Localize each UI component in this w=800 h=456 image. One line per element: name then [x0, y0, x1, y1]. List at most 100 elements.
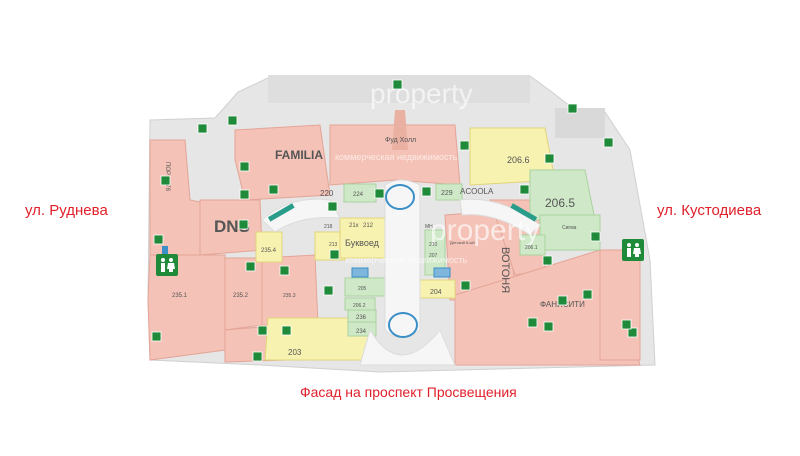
wc-icon[interactable]	[527, 317, 538, 328]
elevator-icon[interactable]	[238, 219, 249, 230]
exit-icon[interactable]	[252, 351, 263, 362]
stairs-icon[interactable]	[197, 123, 208, 134]
label-bukvoed: Буквоед	[345, 238, 380, 248]
escalator-left[interactable]	[351, 267, 369, 278]
unit-206-1[interactable]	[519, 234, 546, 256]
stairs-icon[interactable]	[590, 231, 601, 242]
watermark-sub-top: коммерческая недвижимость	[335, 152, 458, 162]
stairs-icon[interactable]	[153, 234, 164, 245]
label-acoola: ACOOLA	[460, 187, 494, 196]
unit-220-label: 220	[320, 189, 334, 198]
stairs-icon[interactable]	[567, 103, 578, 114]
stairs-icon[interactable]	[627, 327, 638, 338]
unit-212-label: 212	[363, 223, 374, 229]
stairs-icon[interactable]	[323, 285, 334, 296]
escalator-icon[interactable]	[392, 79, 403, 90]
unit-207-label: 207	[429, 253, 438, 259]
unit-235-3[interactable]	[261, 254, 319, 326]
street-right-label: ул. Кустодиева	[657, 202, 762, 219]
unit-21x-label: 21х	[349, 223, 359, 229]
wc-icon[interactable]	[542, 255, 553, 266]
escalator-icon[interactable]	[421, 186, 432, 197]
travelators	[267, 203, 538, 222]
wc-icon[interactable]	[279, 265, 290, 276]
stairs-icon[interactable]	[239, 189, 250, 200]
entrance-markers	[162, 246, 168, 256]
escalator-icon[interactable]	[544, 153, 555, 164]
elevators	[385, 184, 418, 338]
unit-food-hall[interactable]	[329, 124, 461, 186]
service-icons	[151, 79, 638, 362]
stairs-icon[interactable]	[582, 289, 593, 300]
pink-stores	[147, 124, 641, 366]
unit-206-5-label: 206.5	[545, 196, 575, 210]
escalators	[351, 267, 451, 278]
label-votonia: ВОТОНЯ	[499, 247, 511, 293]
stairs-icon[interactable]	[227, 115, 238, 126]
watermark-sub-center: коммерческая недвижимость	[345, 255, 468, 265]
unit-206-2-label: 206.2	[353, 303, 366, 309]
food-hall-stairs[interactable]	[392, 110, 408, 150]
stairs-icon[interactable]	[543, 321, 554, 332]
unit-235-1-label: 235.1	[172, 293, 188, 299]
unit-205-label: 205	[358, 286, 367, 292]
travelator-right[interactable]	[510, 203, 538, 222]
exit-icon[interactable]	[603, 137, 614, 148]
escalator-right[interactable]	[433, 267, 451, 278]
watermark-top: property	[370, 78, 473, 109]
escalator-icon[interactable]	[329, 249, 340, 260]
walkways	[261, 179, 541, 366]
unit-229-label: 229	[441, 190, 453, 197]
wc-left-icon[interactable]	[156, 254, 178, 276]
unit-235-2-label: 235.2	[233, 293, 249, 299]
watermark-center: property	[430, 214, 540, 247]
unit-210-label: 210	[429, 242, 438, 248]
unit-206-6-label: 206.6	[507, 155, 530, 165]
unit-213-label: 213	[329, 242, 338, 248]
unit-235-4-label: 235.4	[261, 248, 277, 254]
unit-235-3-label: 235.3	[283, 293, 296, 299]
unit-numbers: 206.6 206.5 206.1 220 224 229 212 21х 21…	[172, 155, 575, 357]
green-stores	[343, 169, 601, 337]
unit-235-4[interactable]	[255, 231, 283, 263]
unit-236-label: 236	[356, 315, 367, 321]
unit-218-label: 218	[324, 224, 333, 230]
stairs-icon[interactable]	[519, 184, 530, 195]
unit-224-label: 224	[353, 192, 364, 198]
unit-234-label: 234	[356, 329, 367, 335]
watermark: property property коммерческая недвижимо…	[335, 78, 540, 265]
unit-204-label: 204	[430, 289, 442, 296]
stairs-icon[interactable]	[621, 319, 632, 330]
elevator-top[interactable]	[385, 184, 415, 210]
stairs-icon[interactable]	[151, 331, 162, 342]
stairs-icon[interactable]	[160, 175, 171, 186]
wc-icon[interactable]	[459, 140, 470, 151]
escalator-icon[interactable]	[374, 188, 385, 199]
travelator-left[interactable]	[267, 203, 295, 222]
unit-mn-label: МН	[425, 224, 433, 230]
unit-229[interactable]	[435, 183, 463, 201]
facade-label: Фасад на проспект Просвещения	[300, 384, 517, 400]
unit-right-edge[interactable]	[599, 249, 641, 361]
label-sigma: Сигма	[562, 225, 577, 231]
elevator-icon[interactable]	[268, 184, 279, 195]
wc-icon[interactable]	[281, 325, 292, 336]
street-left-label: ул. Руднева	[25, 202, 108, 219]
elevator-icon[interactable]	[257, 325, 268, 336]
elevator-icon[interactable]	[245, 261, 256, 272]
escalator-icon[interactable]	[327, 201, 338, 212]
label-sunlight: Детский 5-ый	[450, 240, 475, 245]
escalator-food-hall	[392, 110, 408, 150]
elevator-bottom[interactable]	[388, 312, 418, 338]
label-familia: FAMILIA	[275, 148, 323, 162]
wc-right-icon[interactable]	[622, 239, 644, 261]
escalator-icon[interactable]	[460, 280, 471, 291]
unit-206-5[interactable]	[529, 169, 596, 221]
unit-235-1[interactable]	[147, 254, 226, 361]
elevator-icon[interactable]	[557, 295, 568, 306]
entrance-left[interactable]	[162, 246, 168, 256]
unit-familia[interactable]	[234, 124, 331, 201]
label-food-hall: Фуд Холл	[385, 137, 416, 144]
unit-203-label: 203	[288, 348, 302, 357]
wc-icon[interactable]	[239, 161, 250, 172]
